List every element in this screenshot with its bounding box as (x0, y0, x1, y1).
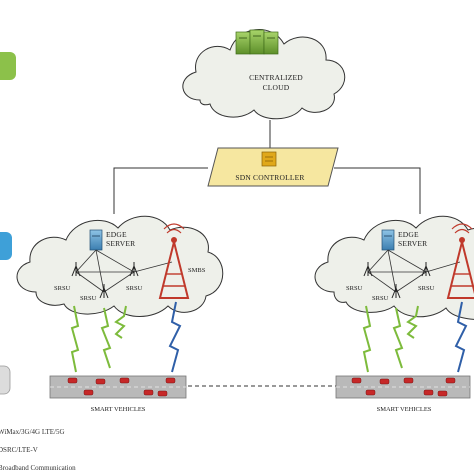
left-srsu-label-a: SRSU (54, 285, 71, 292)
left-srsu-antenna-b (129, 262, 139, 277)
controller-icon (261, 151, 277, 167)
legend-vehicle-icon (0, 365, 11, 395)
right-wireless-links (362, 301, 468, 373)
legend-edge-server-icon (0, 232, 12, 260)
vehicle (143, 389, 154, 396)
right-edge-cloud (314, 215, 474, 320)
vehicle (83, 389, 94, 396)
vehicle (119, 377, 130, 384)
vehicle (67, 377, 78, 384)
left-edge-label-line2: SERVER (106, 239, 135, 248)
sdn-controller-box (207, 147, 339, 187)
vehicle (379, 378, 390, 385)
vehicle (351, 377, 362, 384)
left-mesh-links (75, 249, 173, 293)
left-edge-server-icon (89, 229, 103, 251)
cloud-server-icon (235, 29, 279, 55)
right-edge-label-line1: EDGE (398, 230, 419, 239)
vehicle (165, 377, 176, 384)
controller-left-link (113, 167, 208, 214)
right-srsu-label-b: SRSU (372, 295, 389, 302)
left-wireless-links (70, 301, 182, 373)
left-srsu-label-b: SRSU (80, 295, 97, 302)
vehicle (437, 390, 448, 397)
legend-item-broadband: Broadband Communication (0, 464, 76, 472)
vehicle (403, 377, 414, 384)
controller-label: SDN CONTROLLER (235, 173, 304, 182)
vehicle (157, 390, 168, 397)
cloud-label-line2: CLOUD (263, 83, 290, 92)
left-srsu-antenna-a (71, 262, 81, 277)
right-srsu-antenna-a (363, 262, 373, 277)
left-vehicles (67, 377, 176, 397)
right-smbs-tower-icon (446, 223, 474, 299)
left-edge-label-line1: EDGE (106, 230, 127, 239)
vehicle (365, 389, 376, 396)
left-srsu-antenna-c (99, 284, 109, 299)
right-srsu-antenna-b (421, 262, 431, 277)
right-edge-server-icon (381, 229, 395, 251)
right-vehicles (351, 377, 456, 397)
right-mesh-links (367, 249, 461, 293)
centralized-cloud (182, 29, 346, 120)
vehicle (423, 389, 434, 396)
legend-item-dsrc: DSRC/LTE-V (0, 446, 38, 454)
right-vehicles-label: SMART VEHICLES (377, 406, 432, 413)
left-vehicles-label: SMART VEHICLES (91, 406, 146, 413)
left-smbs-label: SMBS (188, 267, 206, 274)
legend-cloud-icon (0, 52, 16, 80)
legend-item-cellular: WiMax/3G/4G LTE/5G (0, 428, 65, 436)
controller-right-link (334, 167, 421, 214)
right-srsu-label-c: SRSU (418, 285, 435, 292)
vehicle (95, 378, 106, 385)
right-srsu-antenna-c (391, 284, 401, 299)
left-smbs-tower-icon (158, 223, 190, 299)
left-srsu-label-c: SRSU (126, 285, 143, 292)
vehicle (445, 377, 456, 384)
right-srsu-label-a: SRSU (346, 285, 363, 292)
cloud-label-line1: CENTRALIZED (249, 73, 303, 82)
right-edge-label-line2: SERVER (398, 239, 427, 248)
